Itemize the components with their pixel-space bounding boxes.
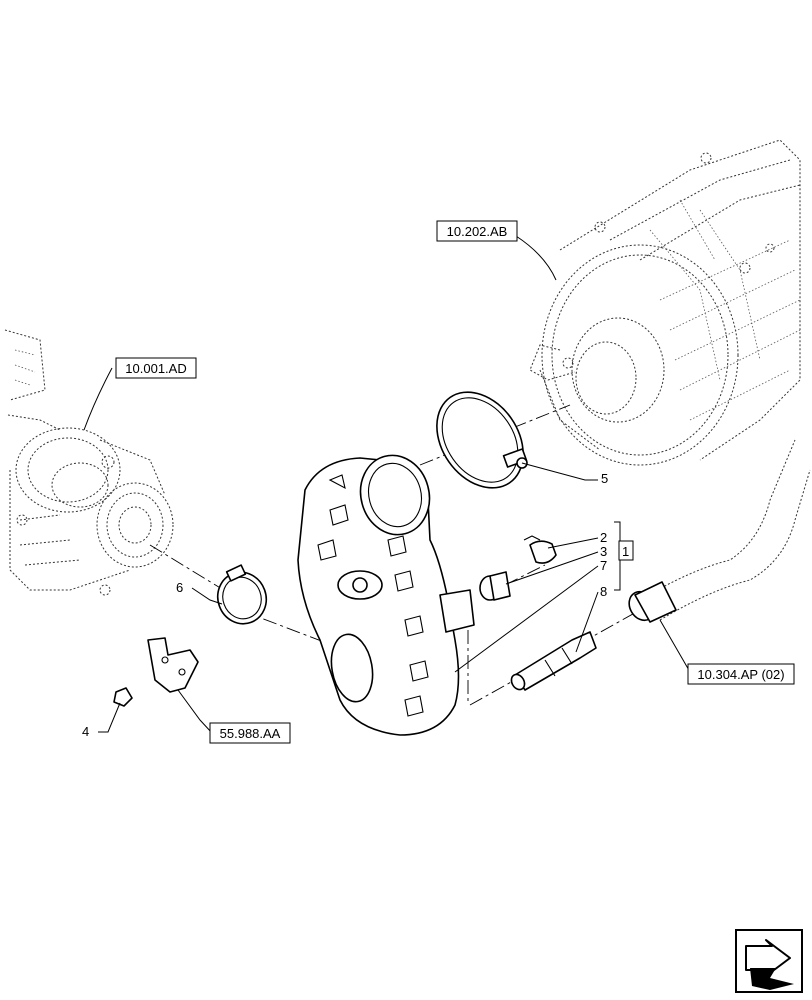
ref-label-10-304-ap: 10.304.AP (02) [697,667,784,682]
callout-8: 8 [600,584,607,599]
ref-box-10-001-ad[interactable]: 10.001.AD [115,357,197,379]
sensor-bracket [147,637,199,693]
air-cleaner-ghost [529,139,801,466]
ref-label-10-202-ab: 10.202.AB [447,224,508,239]
leader-lines [83,235,691,734]
ref-label-10-001-ad: 10.001.AD [125,361,186,376]
part-5-hose-clamp [436,391,528,489]
next-page-arrow-icon[interactable] [735,929,803,993]
callout-5: 5 [601,471,608,486]
turbocharger-ghost [4,329,174,596]
ref-box-10-304-ap[interactable]: 10.304.AP (02) [687,663,795,685]
ref-label-55-988-aa: 55.988.AA [220,726,281,741]
callout-3: 3 [600,544,607,559]
part-8-fitting [510,631,597,691]
part-2-clip [523,535,557,564]
callout-6: 6 [176,580,183,595]
intake-hose-ghost [639,439,811,621]
callout-2: 2 [600,530,607,545]
callout-7: 7 [600,558,607,573]
part-4-bolt [113,687,133,707]
callout-numbers: 5 6 4 2 3 7 8 1 [82,471,634,739]
callout-1-box [618,540,634,561]
part-3-sleeve [479,571,511,601]
intake-duct [297,454,475,736]
callout-4: 4 [82,724,89,739]
callout-1: 1 [622,544,629,559]
ref-box-10-202-ab[interactable]: 10.202.AB [436,220,518,242]
part-hose-end [628,581,677,623]
part-6-hose-clamp [216,564,268,625]
ref-box-55-988-aa[interactable]: 55.988.AA [209,722,291,744]
